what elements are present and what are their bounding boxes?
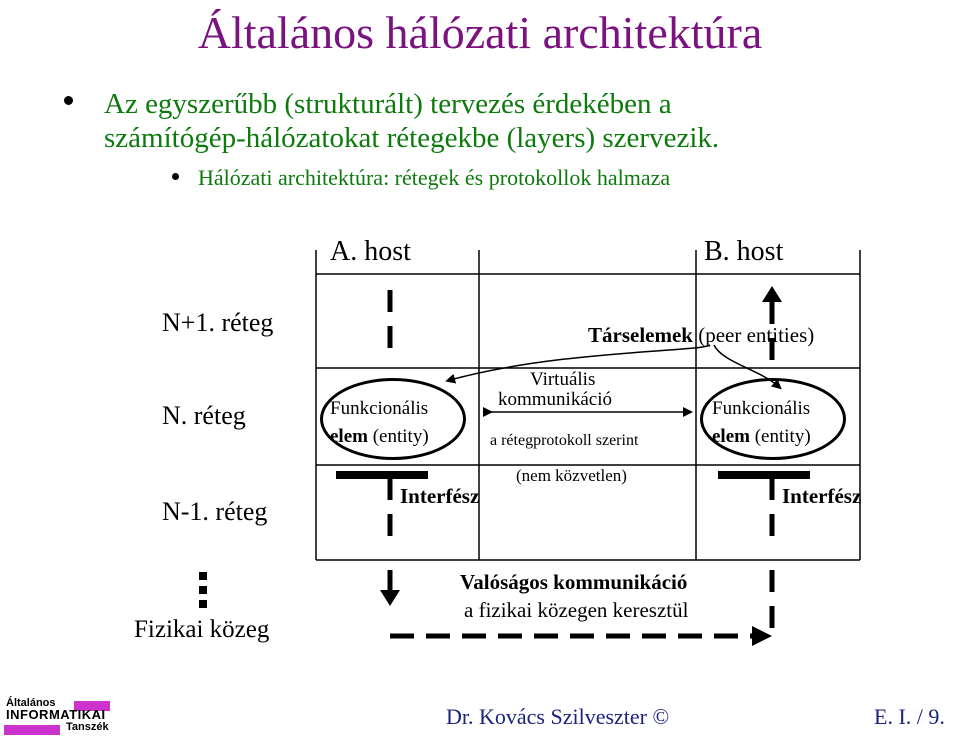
sub-bullet-dot: [172, 173, 179, 180]
real-comm-line2: a fizikai közegen keresztül: [464, 598, 689, 622]
a-host-down-arrowhead: [380, 590, 400, 606]
layer-label-n-minus-1: N-1. réteg: [162, 497, 268, 526]
layer-label-n: N. réteg: [162, 401, 246, 430]
virtual-line3: a rétegprotokoll szerint: [490, 432, 639, 449]
interface-b-label: Interfész: [782, 484, 862, 508]
bullet-sub: Hálózati architektúra: rétegek és protok…: [198, 165, 671, 190]
b-host-up-arrowhead: [762, 286, 782, 302]
bullet-main-line1: Az egyszerűbb (strukturált) tervezés érd…: [104, 88, 672, 120]
layer-label-physical: Fizikai közeg: [134, 616, 270, 643]
entity-a-line2: elem (entity): [330, 426, 429, 448]
department-logo: Általános INFORMATIKAI Tanszék: [6, 697, 109, 733]
peer-arrow-left: [445, 344, 711, 384]
physical-arrowhead: [752, 626, 772, 646]
layer-label-n-plus-1: N+1. réteg: [162, 308, 274, 337]
entity-a-entity: (entity): [372, 426, 429, 447]
peer-entities-rest: (peer entities): [698, 323, 815, 347]
virtual-line4: (nem közvetlen): [516, 466, 627, 485]
interface-bar-a: [336, 471, 428, 479]
entity-b-line2: elem (entity): [712, 426, 811, 448]
entity-b-line1: Funkcionális: [712, 398, 811, 419]
bullet-dot: [64, 96, 73, 105]
logo-line3: Tanszék: [66, 721, 109, 733]
logo-line1: Általános: [6, 697, 56, 709]
peer-entities-bold: Társelemek: [588, 323, 693, 347]
logo-bar-bottom: [4, 725, 60, 735]
virtual-line1: Virtuális: [530, 369, 596, 390]
interface-bar-b: [718, 471, 810, 479]
logo-line2: INFORMATIKAI: [6, 707, 106, 722]
entity-b-entity: (entity): [754, 426, 811, 447]
footer-author: Dr. Kovács Szilveszter ©: [446, 704, 670, 729]
real-comm-line1: Valóságos kommunikáció: [460, 570, 688, 594]
page-number: E. I. / 9.: [874, 704, 945, 729]
virtual-line2: kommunikáció: [498, 389, 612, 410]
ellipsis-dot-1: [199, 572, 207, 580]
bullet-main-line2: számítógép-hálózatokat rétegekbe (layers…: [104, 122, 720, 154]
host-a-label: A. host: [330, 236, 411, 267]
page-title: Általános hálózati architektúra: [197, 7, 763, 58]
ellipsis-dot-3: [199, 600, 207, 608]
entity-a-elem: elem: [330, 426, 368, 447]
entity-b-elem: elem: [712, 426, 750, 447]
ellipsis-dot-2: [199, 586, 207, 594]
entity-a-line1: Funkcionális: [330, 398, 429, 419]
entity-b-ellipse: [700, 378, 846, 460]
interface-a-label: Interfész: [400, 484, 480, 508]
entity-a-ellipse: [320, 378, 466, 460]
logo-bar-top: [74, 701, 110, 711]
host-b-label: B. host: [704, 236, 784, 267]
peer-entities-label: Társelemek (peer entities): [588, 323, 814, 348]
